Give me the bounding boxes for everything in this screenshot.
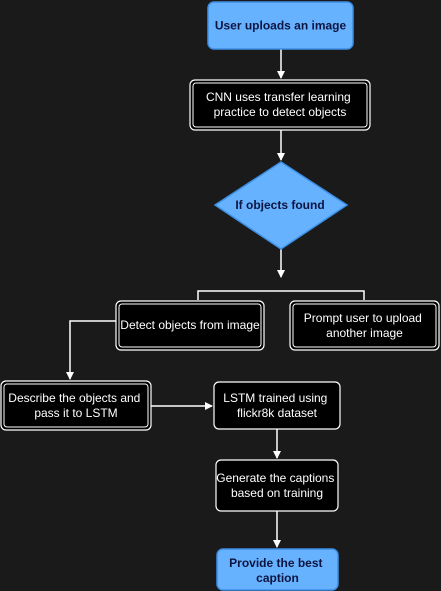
node-prompt-reupload-outer [289,300,440,351]
node-provide-caption-line-2: caption [256,571,299,585]
svg-text:If objects found: If objects found [235,198,324,212]
node-describe-objects-line-1: Describe the objects and [8,391,140,405]
node-describe-objects-outer [0,380,152,431]
svg-text:CNN uses transfer learning: CNN uses transfer learning practice to d… [206,90,354,119]
node-generate-captions-shape [215,459,339,512]
node-decision-objects-found-shape [213,161,349,250]
svg-text:User uploads an image: User uploads an image [215,19,347,33]
node-detect-objects-inner [118,303,262,348]
node-prompt-reupload[interactable]: Prompt user to upload another image [289,300,440,351]
node-user-uploads-image[interactable]: User uploads an image [207,1,354,50]
node-describe-objects-inner [3,383,149,428]
node-cnn-detect-objects-line-1: CNN uses transfer learning [206,90,351,104]
node-detect-objects-line-1: Detect objects from image [120,318,260,332]
node-lstm-training-line-1: LSTM trained using [223,391,327,405]
node-generate-captions-line-1: Generate the captions [216,471,334,485]
svg-text:LSTM trained using flick: LSTM trained using flickr8k dataset [223,391,330,420]
svg-text:Generate the captions ba: Generate the captions based on training [216,471,337,500]
node-describe-objects[interactable]: Describe the objects and pass it to LSTM [0,380,152,431]
svg-text:Describe the objects and: Describe the objects and pass it to LSTM [8,391,143,420]
node-cnn-detect-objects-outer [189,79,371,131]
node-cnn-detect-objects[interactable]: CNN uses transfer learning practice to d… [189,79,371,131]
svg-text:Prompt user to upload an: Prompt user to upload another image [304,311,425,340]
node-lstm-training[interactable]: LSTM trained using flickr8k dataset [213,381,341,430]
svg-text:Provide the best caption: Provide the best caption [229,556,326,585]
node-decision-objects-found[interactable]: If objects found [213,161,349,250]
node-cnn-detect-objects-line-2: practice to detect objects [214,105,347,119]
node-provide-caption-line-1: Provide the best [229,556,322,570]
node-user-uploads-image-line-1: User uploads an image [215,19,347,33]
node-detect-objects-outer [115,300,265,351]
node-prompt-reupload-inner [292,303,437,348]
node-generate-captions-line-2: based on training [231,486,323,500]
node-lstm-training-line-2: flickr8k dataset [237,406,318,420]
node-lstm-training-shape [213,381,341,430]
node-describe-objects-line-2: pass it to LSTM [34,406,117,420]
node-prompt-reupload-line-1: Prompt user to upload [304,311,422,325]
svg-text:Detect objects from image: Detect objects from image [120,318,260,332]
node-provide-caption-shape [216,548,339,591]
node-provide-caption[interactable]: Provide the best caption [216,548,339,591]
node-detect-objects[interactable]: Detect objects from image [115,300,265,351]
node-user-uploads-image-shape [207,1,354,50]
connector-detect-to-describe [66,320,116,380]
node-generate-captions[interactable]: Generate the captions based on training [215,459,339,512]
connector-branch-split [197,290,365,300]
node-cnn-detect-objects-inner [192,82,368,128]
node-decision-objects-found-line-1: If objects found [235,198,324,212]
node-prompt-reupload-line-2: another image [326,326,403,340]
connectors [66,49,365,548]
